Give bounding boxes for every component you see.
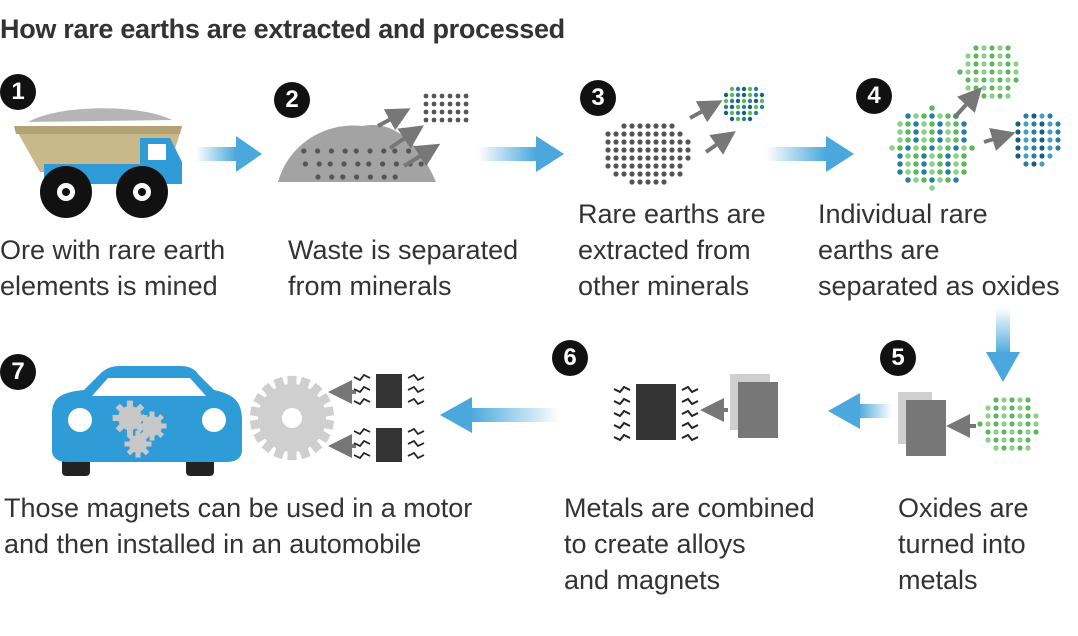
small-magnets-icon	[328, 373, 425, 462]
flow-arrow-6-7	[440, 397, 560, 433]
magnet-block-icon	[613, 374, 778, 442]
step-4-number: 4	[856, 78, 892, 114]
ore-pile-icon	[278, 93, 469, 182]
oxide-to-metal-icon	[898, 392, 1039, 456]
motor-gear-icon	[249, 375, 335, 461]
flow-arrow-2-3	[478, 136, 564, 172]
page-title: How rare earths are extracted and proces…	[0, 14, 565, 44]
step-5-number: 5	[880, 340, 916, 376]
mineral-cluster-icon	[605, 86, 765, 185]
flow-arrow-3-4	[766, 136, 854, 172]
car-icon	[52, 366, 242, 476]
step-7-number: 7	[0, 354, 36, 390]
flow-arrow-1-2	[196, 136, 262, 172]
step-2-number: 2	[274, 82, 310, 118]
step-3-number: 3	[580, 80, 616, 116]
flow-arrow-5-6	[828, 393, 892, 429]
oxide-clusters-icon	[889, 45, 1061, 191]
flow-arrow-4-5	[986, 308, 1020, 382]
step-1-number: 1	[0, 74, 36, 110]
dump-truck-icon	[14, 108, 182, 218]
step-6-number: 6	[552, 340, 588, 376]
